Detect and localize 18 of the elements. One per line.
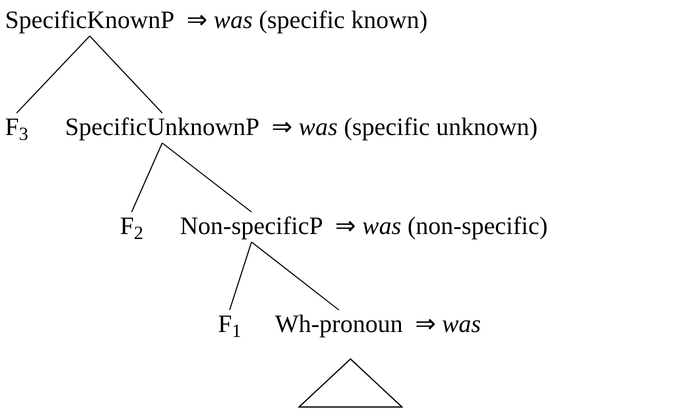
- annotation: ⇒ was (non-specific): [335, 212, 548, 242]
- tree-node-label: SpecificUnknownP: [65, 113, 260, 143]
- annotation: ⇒ was (specific known): [186, 6, 428, 36]
- annotation: ⇒ was: [414, 310, 481, 340]
- tree-node-label: F$_{1}$: [218, 310, 242, 340]
- triangle-shape: [298, 358, 403, 408]
- tree-branch: [229, 242, 252, 310]
- tree-node-label: F$_{3}$: [5, 113, 28, 143]
- tree-branch: [131, 142, 163, 212]
- tree-node-label: SpecificKnownP: [5, 6, 174, 36]
- annotation: ⇒ was (specific unknown): [271, 113, 538, 143]
- tree-branch: [89, 36, 163, 114]
- tree-node-label: Non-specificP: [180, 212, 324, 242]
- tree-node-label: F$_{2}$: [120, 212, 144, 242]
- tree-branch: [251, 242, 340, 310]
- tree-branch: [162, 142, 252, 212]
- tree-branch: [16, 36, 90, 114]
- tree-node-label: Wh-pronoun: [275, 310, 403, 340]
